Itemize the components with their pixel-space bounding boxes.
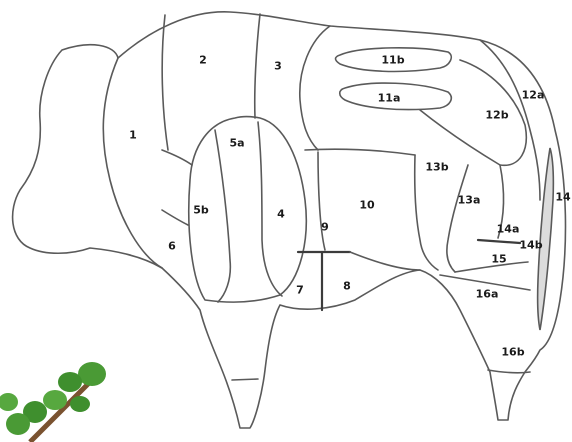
cut-boundary-6 <box>162 210 188 225</box>
label-cut-5b: 5b <box>193 204 209 217</box>
label-cut-8: 8 <box>343 280 351 293</box>
cut-boundary-2-3 <box>255 14 260 118</box>
label-cut-16b: 16b <box>501 346 524 359</box>
cut-boundary-9-10 <box>318 152 325 250</box>
neck-boundary <box>103 58 162 268</box>
label-cut-5a: 5a <box>229 137 244 150</box>
foliage-branch-icon <box>0 352 120 442</box>
label-cut-15: 15 <box>491 253 506 266</box>
label-cut-14b: 14b <box>519 239 542 252</box>
cut-boundary-10-top <box>305 149 415 155</box>
label-cut-13b: 13b <box>425 161 448 174</box>
label-cut-14a: 14a <box>497 223 520 236</box>
cut-boundary-13b-13a <box>447 165 468 272</box>
label-cut-4: 4 <box>277 208 285 221</box>
label-cut-11a: 11a <box>378 92 401 105</box>
label-cut-9: 9 <box>321 221 329 234</box>
label-cut-6: 6 <box>168 240 176 253</box>
label-cut-14: 14 <box>555 191 570 204</box>
label-cut-10: 10 <box>359 199 374 212</box>
label-cut-11b: 11b <box>381 54 404 67</box>
label-cut-13a: 13a <box>458 194 481 207</box>
front-shank-divider <box>232 379 258 380</box>
label-cut-3: 3 <box>274 60 282 73</box>
cut-boundary-1-2 <box>162 15 168 150</box>
label-cut-2: 2 <box>199 54 207 67</box>
cut-boundary-10-bottom <box>350 252 420 270</box>
cut-boundary-3-11 <box>300 26 330 150</box>
cut-boundary-16b <box>488 370 530 373</box>
cut-boundary-5a-5b <box>215 130 230 302</box>
label-cut-12a: 12a <box>522 89 545 102</box>
cut-boundary-14a-14b <box>478 240 520 243</box>
label-cut-12b: 12b <box>485 109 508 122</box>
label-cut-16a: 16a <box>476 288 499 301</box>
label-cut-7: 7 <box>296 284 304 297</box>
cut-boundary-1-6 <box>162 150 192 165</box>
label-cut-1: 1 <box>129 129 137 142</box>
